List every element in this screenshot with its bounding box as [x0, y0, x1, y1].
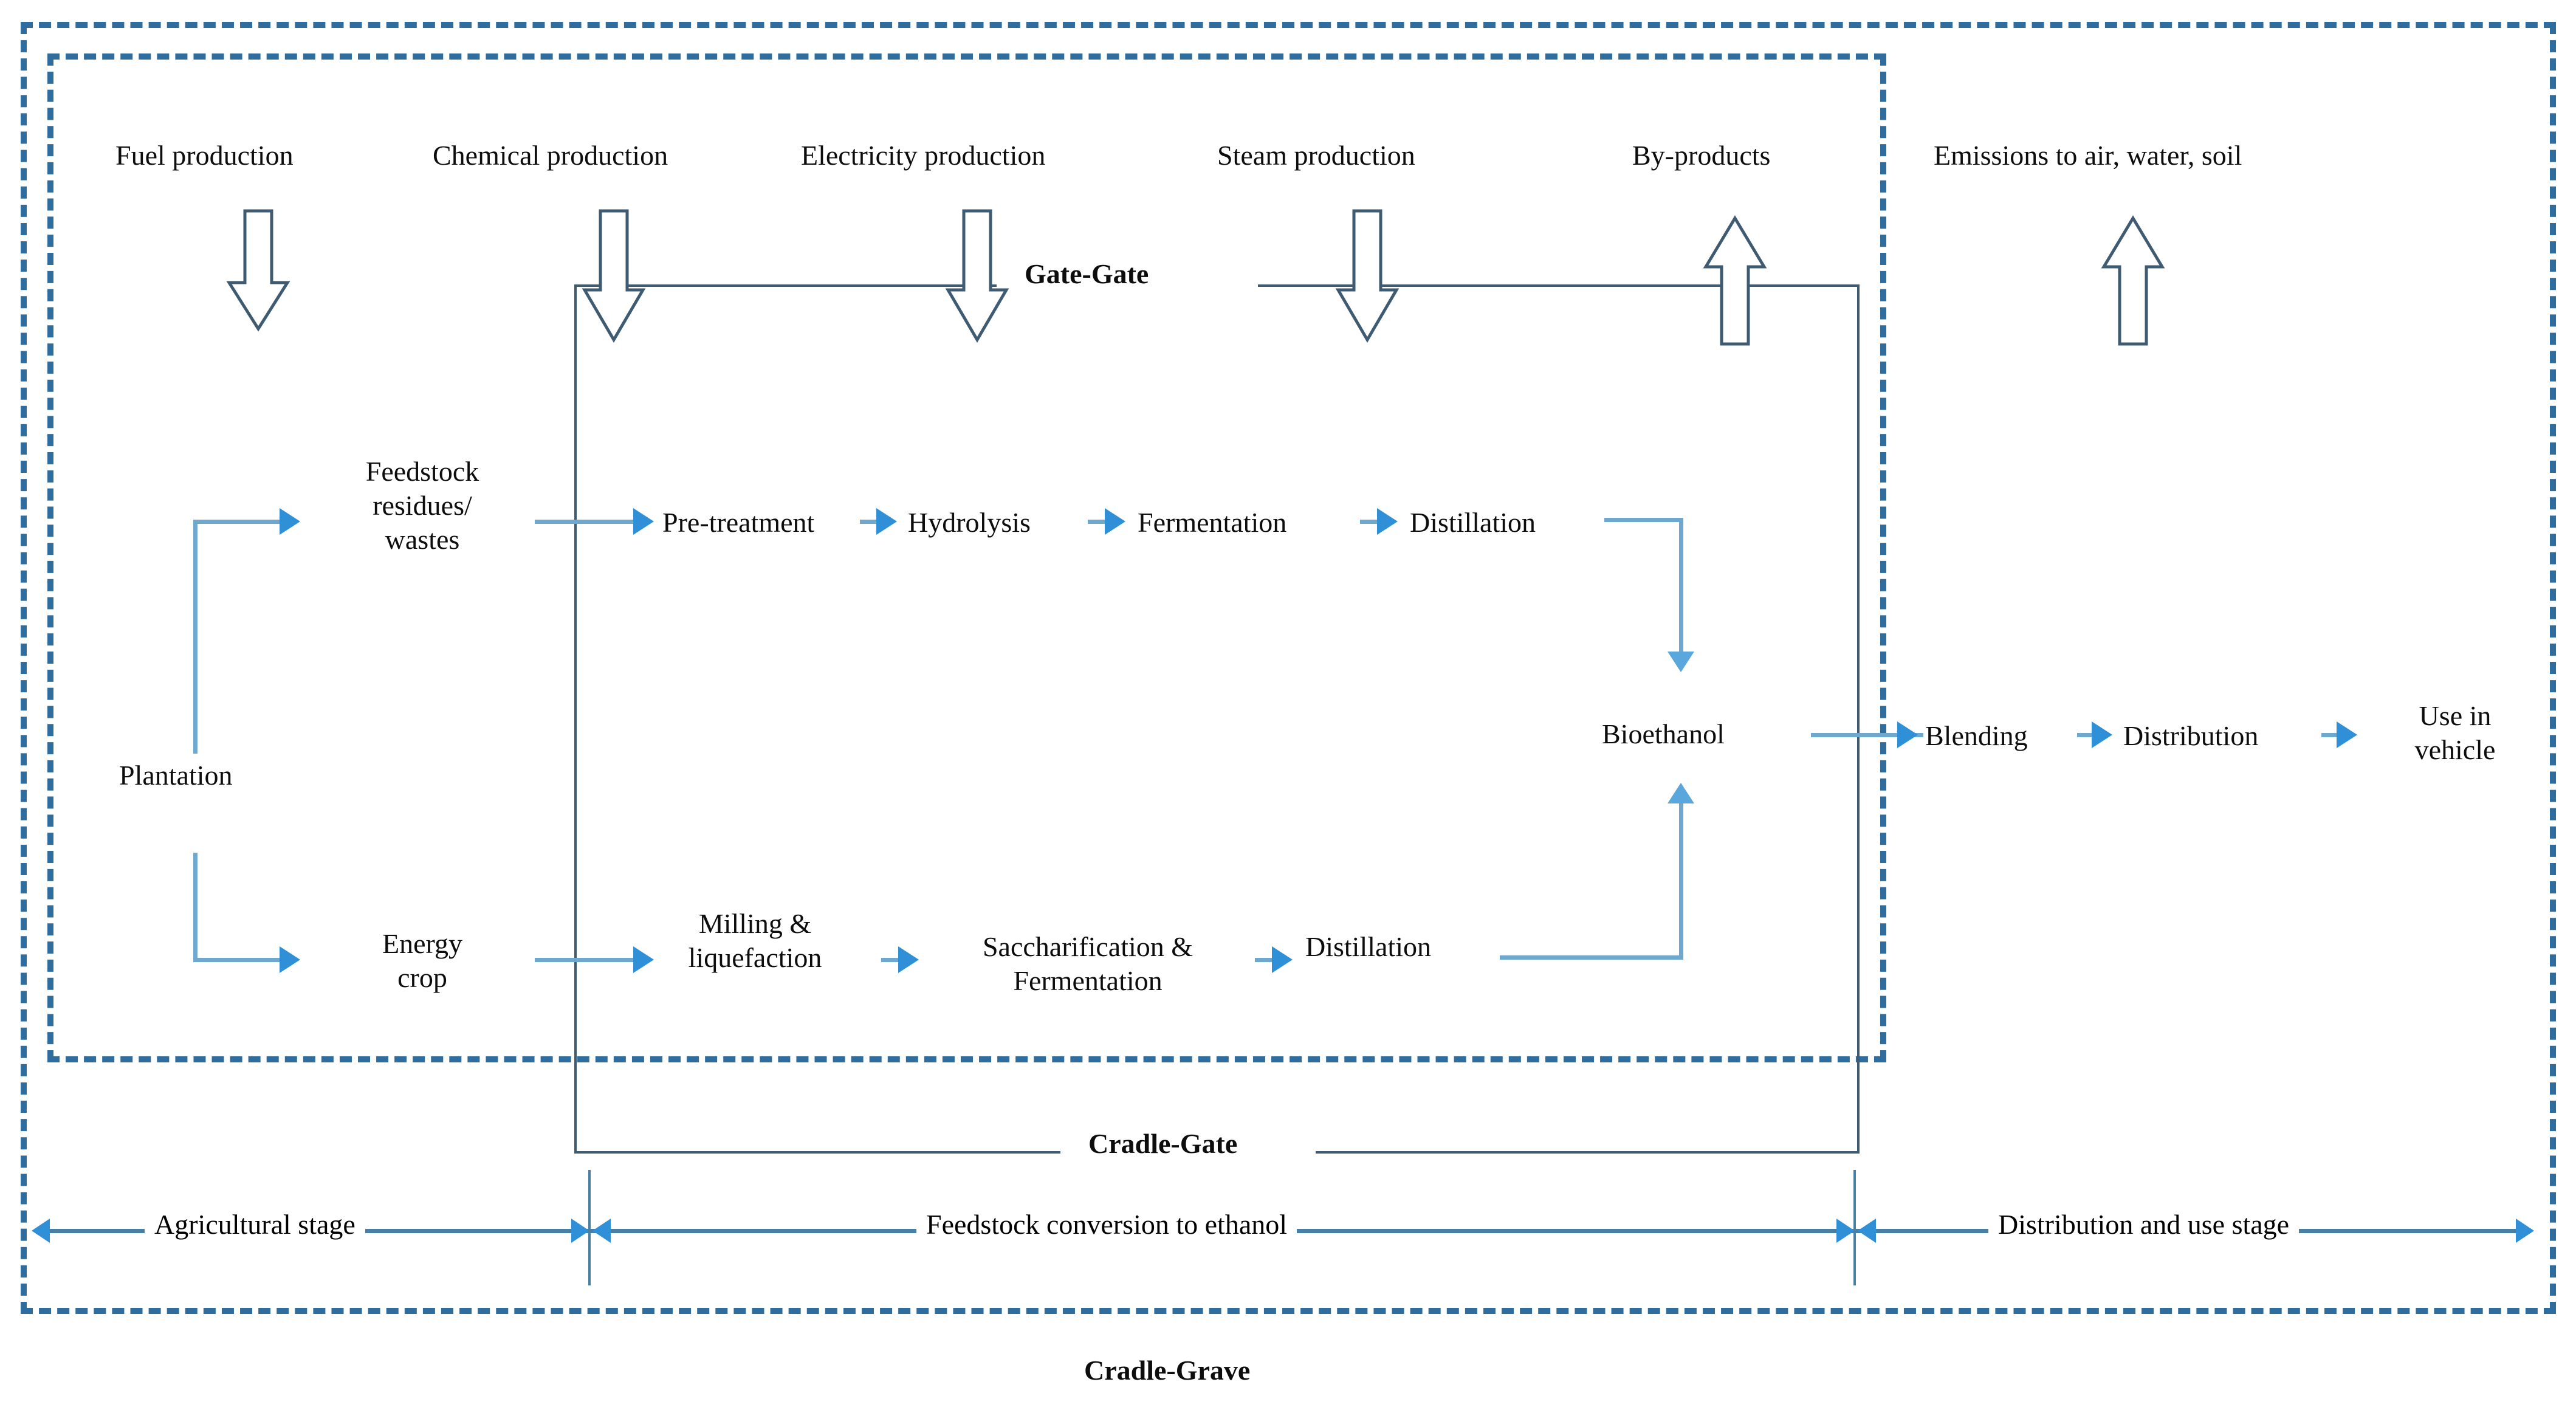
connector-blending-to-distribution	[2077, 733, 2099, 737]
block-arrow-up-by-products	[1702, 215, 1768, 346]
connector-distillation-bottom-to-bioethanol-horizontal	[1500, 955, 1683, 960]
node-energy-crop: Energy crop	[340, 927, 504, 995]
arrow-fermentation-to-distillation	[1377, 508, 1398, 535]
node-saccharification-fermentation-label: Saccharification & Fermentation	[982, 931, 1194, 997]
node-pre-treatment: Pre-treatment	[662, 507, 815, 538]
block-arrow-down-electricity-production	[944, 209, 1011, 343]
connector-plantation-to-energycrop-vertical	[193, 853, 197, 962]
top-flow-label-electricity-production: Electricity production	[801, 140, 1046, 171]
connector-plantation-to-feedstock-vertical	[193, 520, 197, 754]
stage-divider-1-left-head	[592, 1219, 611, 1243]
stage-rule-left-arrowhead	[32, 1219, 50, 1243]
cradle-gate-dashed-boundary	[47, 53, 1886, 1062]
node-distillation-bottom: Distillation	[1305, 931, 1431, 962]
node-milling-liquefaction-label: Milling & liquefaction	[688, 908, 822, 974]
stage-rule-right-arrowhead	[2516, 1219, 2534, 1243]
node-milling-liquefaction: Milling & liquefaction	[653, 907, 857, 975]
cradle-grave-label: Cradle-Grave	[1076, 1354, 1259, 1386]
stage-divider-2-left-head	[1858, 1219, 1876, 1243]
node-hydrolysis: Hydrolysis	[908, 507, 1031, 538]
node-fermentation: Fermentation	[1138, 507, 1287, 538]
connector-milling-to-saccharification	[881, 958, 905, 962]
connector-feedstock-to-pretreatment	[535, 520, 638, 524]
connector-pretreatment-to-hydrolysis	[860, 520, 884, 524]
block-arrow-down-steam-production	[1334, 209, 1401, 343]
node-energy-crop-label: Energy crop	[382, 928, 462, 994]
node-distillation-top: Distillation	[1410, 507, 1536, 538]
node-use-in-vehicle-label: Use in vehicle	[2414, 700, 2496, 766]
top-flow-label-by-products: By-products	[1632, 140, 1771, 171]
top-flow-label-chemical-production: Chemical production	[433, 140, 668, 171]
block-arrow-down-fuel-production	[225, 209, 292, 332]
arrow-bioethanol-to-blending	[1897, 721, 1918, 748]
connector-distillation-bottom-to-bioethanol-vertical	[1679, 793, 1683, 960]
top-flow-label-emissions: Emissions to air, water, soil	[1934, 140, 2242, 171]
block-arrow-down-chemical-production	[580, 209, 647, 343]
stage-divider-2-tick	[1853, 1170, 1856, 1285]
arrow-energycrop-to-milling	[633, 946, 654, 973]
connector-distribution-to-use	[2321, 733, 2343, 737]
node-use-in-vehicle: Use in vehicle	[2370, 699, 2540, 767]
top-flow-label-fuel-production: Fuel production	[115, 140, 294, 171]
block-arrow-up-emissions	[2100, 215, 2166, 346]
stage-label-agricultural: Agricultural stage	[145, 1208, 365, 1240]
connector-plantation-to-feedstock-horizontal	[193, 520, 284, 524]
arrow-plantation-to-energycrop	[280, 946, 300, 973]
node-blending: Blending	[1925, 720, 2028, 751]
stage-divider-2-right-head	[1836, 1219, 1855, 1243]
top-flow-label-steam-production: Steam production	[1217, 140, 1415, 171]
node-distribution: Distribution	[2123, 720, 2259, 751]
arrow-distillation-bottom-to-bioethanol	[1668, 783, 1694, 803]
connector-fermentation-to-distillation	[1360, 520, 1384, 524]
connector-saccharification-to-distillation	[1255, 958, 1279, 962]
connector-distillation-top-to-bioethanol-horizontal	[1604, 518, 1683, 522]
node-feedstock-residues: Feedstock residues/ wastes	[328, 455, 517, 557]
node-feedstock-residues-label: Feedstock residues/ wastes	[365, 456, 479, 555]
connector-plantation-to-energycrop-horizontal	[193, 958, 284, 962]
arrow-saccharification-to-distillation	[1272, 946, 1293, 973]
connector-energycrop-to-milling	[535, 958, 638, 962]
node-plantation: Plantation	[119, 760, 233, 791]
connector-distillation-top-to-bioethanol-vertical	[1679, 518, 1683, 658]
arrow-plantation-to-feedstock	[280, 508, 300, 535]
stage-divider-1-right-head	[571, 1219, 589, 1243]
node-saccharification-fermentation: Saccharification & Fermentation	[930, 930, 1246, 998]
arrow-feedstock-to-pretreatment	[633, 508, 654, 535]
arrow-blending-to-distribution	[2092, 721, 2112, 748]
arrow-milling-to-saccharification	[898, 946, 919, 973]
cradle-grave-boundary	[21, 22, 2556, 1314]
connector-hydrolysis-to-fermentation	[1088, 520, 1112, 524]
connector-bioethanol-to-blending	[1811, 733, 1923, 737]
arrow-hydrolysis-to-fermentation	[1105, 508, 1125, 535]
stage-label-conversion: Feedstock conversion to ethanol	[916, 1208, 1297, 1240]
arrow-distribution-to-use	[2337, 721, 2357, 748]
stage-divider-1-tick	[588, 1170, 591, 1285]
arrow-distillation-top-to-bioethanol	[1668, 652, 1694, 672]
stage-label-distribution-use: Distribution and use stage	[1988, 1208, 2300, 1240]
cradle-gate-label: Cradle-Gate	[1080, 1127, 1246, 1160]
arrow-pretreatment-to-hydrolysis	[876, 508, 897, 535]
gate-gate-label: Gate-Gate	[1016, 258, 1158, 290]
node-bioethanol: Bioethanol	[1602, 718, 1725, 749]
